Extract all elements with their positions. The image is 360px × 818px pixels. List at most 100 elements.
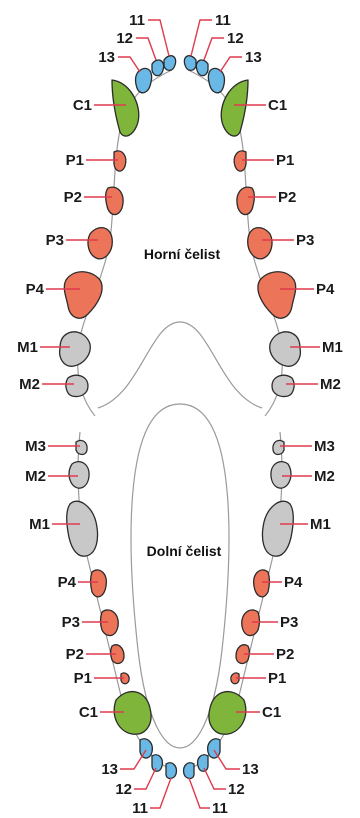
leader-upper-left-12	[136, 38, 156, 60]
lower-right-canine-c1	[209, 692, 246, 735]
arch-outlines	[78, 70, 283, 770]
upper-right-incisor-11	[184, 56, 196, 71]
lower-left-incisor-11	[166, 763, 176, 779]
lower-left-premolar-p3	[101, 610, 119, 636]
lower-right-label-c1: C1	[262, 704, 281, 721]
lower-left-incisor-13	[140, 739, 152, 758]
upper-right-label-p2: P2	[278, 189, 296, 206]
lower-right-label-m3: M3	[314, 438, 335, 455]
upper-jaw-teeth	[60, 56, 301, 397]
lower-right-premolar-p3	[242, 610, 260, 636]
upper-left-label-p3: P3	[46, 232, 64, 249]
upper-left-incisor-12	[152, 60, 164, 76]
upper-right-label-11: 11	[215, 12, 231, 29]
lower-jaw-teeth	[67, 440, 294, 778]
lower-left-label-m2: M2	[25, 468, 46, 485]
lower-left-label-p4: P4	[58, 574, 77, 591]
leader-lower-left-11	[150, 778, 171, 808]
upper-right-premolar-p4	[258, 272, 296, 318]
upper-left-premolar-p4	[64, 272, 102, 318]
upper-left-premolar-p3	[88, 228, 112, 259]
upper-right-canine-c1	[221, 80, 248, 136]
upper-left-label-13: 13	[98, 49, 115, 66]
upper-left-canine-c1	[112, 80, 139, 136]
lower-right-label-p4: P4	[284, 574, 303, 591]
lower-right-label-m1: M1	[310, 516, 331, 533]
upper-right-label-12: 12	[227, 30, 244, 47]
upper-left-label-p4: P4	[26, 281, 45, 298]
upper-left-label-p1: P1	[66, 152, 84, 169]
upper-left-label-m2: M2	[19, 376, 40, 393]
lower-left-label-11: 11	[132, 800, 148, 817]
upper-left-premolar-p1	[114, 151, 126, 171]
upper-left-label-m1: M1	[17, 339, 38, 356]
upper-left-label-p2: P2	[64, 189, 82, 206]
leader-lower-right-12	[204, 768, 226, 789]
lower-left-label-12: 12	[115, 781, 132, 798]
upper-right-incisor-12	[196, 60, 208, 76]
lower-right-labels: M3 M2 M1 P4 P3 P2 P1 C1 13 12 11	[212, 438, 335, 817]
upper-right-label-p3: P3	[296, 232, 314, 249]
lower-right-label-11: 11	[212, 800, 228, 817]
lower-right-label-p2: P2	[276, 646, 294, 663]
lower-right-incisor-12	[198, 755, 208, 772]
lower-left-canine-c1	[114, 692, 151, 735]
lower-right-label-m2: M2	[314, 468, 335, 485]
leader-lower-left-12	[134, 768, 156, 789]
lower-left-label-p3: P3	[62, 614, 80, 631]
lower-right-incisor-13	[208, 739, 220, 758]
upper-left-incisor-11	[164, 56, 176, 71]
leader-upper-left-13	[118, 57, 140, 72]
lower-left-molar-m1	[67, 501, 98, 556]
leader-upper-right-13	[220, 57, 242, 72]
lower-left-label-c1: C1	[79, 704, 98, 721]
upper-right-label-m2: M2	[320, 376, 341, 393]
upper-right-incisor-13	[208, 68, 224, 92]
upper-right-molar-m2	[272, 375, 294, 396]
lower-right-incisor-11	[184, 763, 194, 779]
leader-lines	[40, 20, 320, 808]
lower-right-molar-m3	[273, 440, 284, 454]
upper-left-molar-m2	[66, 375, 88, 396]
upper-right-molar-m1	[270, 332, 301, 366]
lower-right-molar-m2	[271, 462, 291, 489]
upper-left-molar-m1	[60, 332, 91, 366]
lower-right-premolar-p4	[254, 570, 270, 597]
lower-left-incisor-12	[152, 755, 162, 772]
upper-right-label-13: 13	[245, 49, 262, 66]
upper-left-label-12: 12	[116, 30, 133, 47]
lower-left-label-p2: P2	[66, 646, 84, 663]
lower-left-label-m1: M1	[29, 516, 50, 533]
upper-left-label-c1: C1	[73, 97, 92, 114]
lower-right-label-p1: P1	[268, 670, 286, 687]
upper-jaw-title: Horní čelist	[144, 246, 221, 262]
lower-right-molar-m1	[262, 501, 293, 556]
upper-right-label-m1: M1	[322, 339, 343, 356]
upper-right-premolar-p3	[248, 228, 272, 259]
lower-jaw-oval	[131, 404, 229, 748]
lower-right-label-p3: P3	[280, 614, 298, 631]
upper-right-premolar-p1	[234, 151, 246, 171]
upper-left-incisor-13	[136, 68, 152, 92]
lower-jaw-title: Dolní čelist	[147, 543, 222, 559]
lower-left-label-m3: M3	[25, 438, 46, 455]
leader-upper-left-11	[148, 20, 169, 56]
upper-right-premolar-p2	[237, 187, 254, 214]
leader-upper-right-12	[204, 38, 224, 60]
lower-left-label-13: 13	[101, 761, 118, 778]
lower-right-label-12: 12	[228, 781, 245, 798]
upper-left-premolar-p2	[106, 187, 123, 214]
leader-lower-right-11	[189, 778, 210, 808]
lower-left-premolar-p4	[91, 570, 107, 597]
upper-right-label-c1: C1	[268, 97, 287, 114]
lower-left-molar-m2	[69, 462, 89, 489]
upper-right-label-p4: P4	[316, 281, 335, 298]
leader-upper-right-11	[191, 20, 212, 56]
upper-right-label-p1: P1	[276, 152, 294, 169]
lower-left-labels: M3 M2 M1 P4 P3 P2 P1 C1 13 12 11	[25, 438, 148, 817]
palate-curve	[98, 322, 262, 408]
lower-left-molar-m3	[76, 440, 87, 454]
lower-right-label-13: 13	[242, 761, 259, 778]
